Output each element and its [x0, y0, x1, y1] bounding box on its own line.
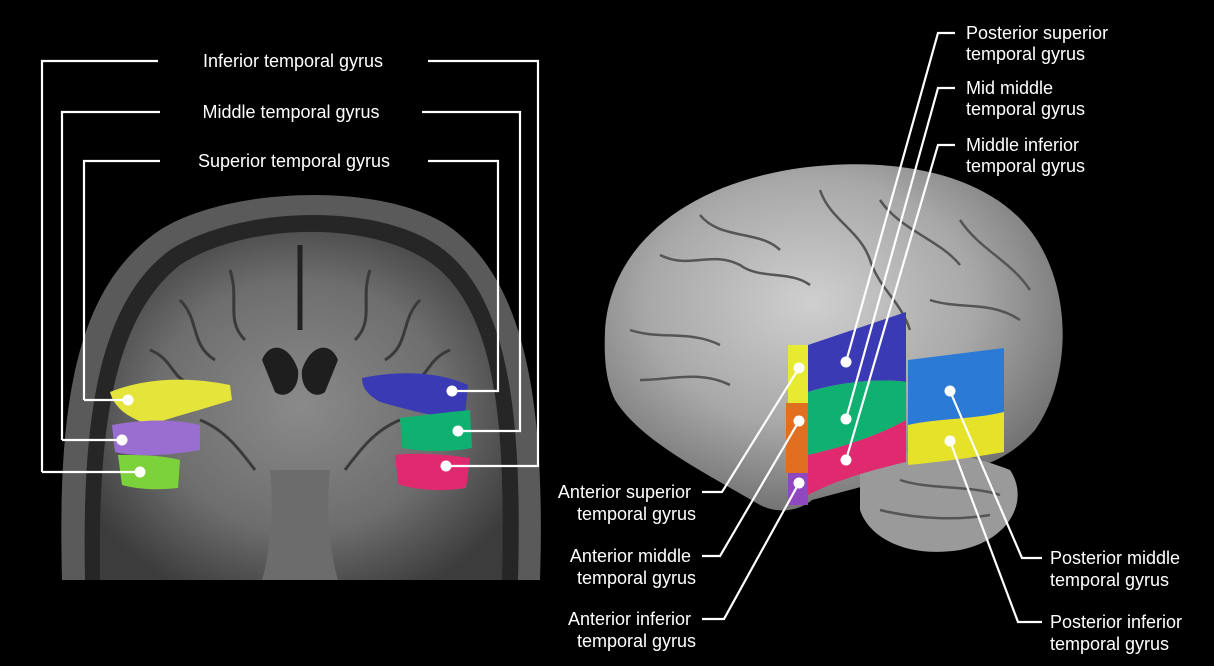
label-line: Middle inferior [966, 135, 1079, 155]
label-line: temporal gyrus [577, 504, 696, 524]
label-inferior-temporal-gyrus: Inferior temporal gyrus [203, 51, 383, 71]
dot-left-superior [123, 395, 134, 406]
label-middle-temporal-gyrus: Middle temporal gyrus [202, 102, 379, 122]
label-line: temporal gyrus [1050, 634, 1169, 654]
label-line: Mid middle [966, 78, 1053, 98]
label-line: Anterior inferior [568, 609, 691, 629]
label-line: temporal gyrus [577, 568, 696, 588]
dot-posterior-middle [945, 386, 956, 397]
brainstem [262, 470, 338, 580]
dot-right-middle [453, 426, 464, 437]
dot-right-superior [447, 386, 458, 397]
label-line: Posterior inferior [1050, 612, 1182, 632]
coronal-mri-slice [61, 195, 541, 580]
anterior-superior-temporal-region [788, 345, 808, 403]
dot-anterior-middle [794, 416, 805, 427]
dot-right-inferior [441, 461, 452, 472]
dot-middle-inferior [841, 455, 852, 466]
right-inferior-temporal-region [395, 454, 470, 490]
label-line: temporal gyrus [966, 156, 1085, 176]
dot-anterior-superior [794, 363, 805, 374]
label-line: Posterior superior [966, 23, 1108, 43]
label-line: Posterior middle [1050, 548, 1180, 568]
dot-posterior-inferior [945, 436, 956, 447]
label-line: temporal gyrus [966, 44, 1085, 64]
dot-mid-middle [841, 414, 852, 425]
label-line: Anterior middle [570, 546, 691, 566]
dot-anterior-inferior [794, 478, 805, 489]
dot-left-inferior [135, 467, 146, 478]
label-line: temporal gyrus [577, 631, 696, 651]
label-line: temporal gyrus [966, 99, 1085, 119]
label-line: temporal gyrus [1050, 570, 1169, 590]
dot-posterior-superior [841, 357, 852, 368]
label-line: Anterior superior [558, 482, 691, 502]
dot-left-middle [117, 435, 128, 446]
posterior-middle-temporal-region [908, 348, 1004, 425]
label-middle-inferior-temporal-gyrus: Middle inferior temporal gyrus [966, 135, 1085, 176]
label-superior-temporal-gyrus: Superior temporal gyrus [198, 151, 390, 171]
